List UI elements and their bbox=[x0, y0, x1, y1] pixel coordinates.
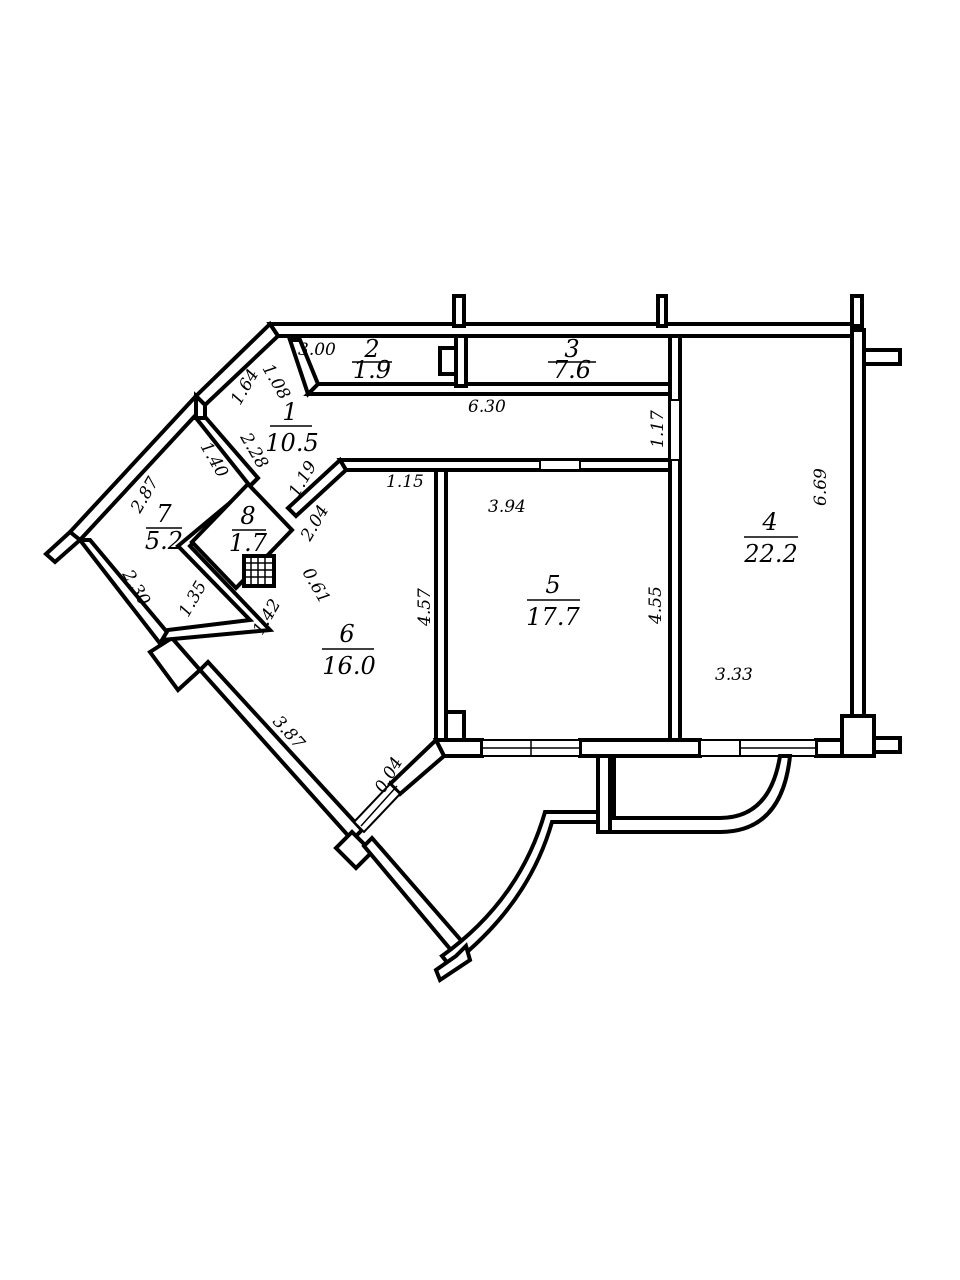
room2-closet-jog bbox=[438, 346, 458, 376]
room1-window bbox=[539, 459, 581, 471]
room4-bottom-wall-right bbox=[814, 738, 844, 758]
room2-area: 1.9 bbox=[353, 356, 391, 384]
dim-4-55: 4.55 bbox=[646, 586, 666, 625]
room2-diagonal-wall bbox=[287, 338, 321, 398]
right-bottom-column bbox=[840, 714, 876, 758]
dim-3-00: 3.00 bbox=[298, 340, 336, 360]
right-balcony bbox=[596, 754, 793, 834]
dim-1-15: 1.15 bbox=[386, 472, 424, 492]
room4-area: 22.2 bbox=[743, 540, 797, 568]
room7-number: 7 bbox=[156, 500, 172, 528]
room1-number: 1 bbox=[282, 398, 297, 426]
dim-1-17: 1.17 bbox=[648, 410, 668, 448]
dim-0-61: 0.61 bbox=[298, 565, 334, 608]
room1-left-wall bbox=[194, 391, 207, 420]
room2-number: 2 bbox=[363, 335, 379, 363]
balconies bbox=[352, 754, 793, 984]
room5-number: 5 bbox=[545, 571, 560, 599]
left-outer-diagonal-wall bbox=[67, 393, 208, 543]
room6-outer-wall bbox=[197, 659, 365, 843]
lower-balcony-arc bbox=[439, 810, 600, 969]
room6-area: 16.0 bbox=[322, 652, 375, 680]
room4-left-wall bbox=[668, 334, 682, 742]
balcony-bottom-tip bbox=[433, 942, 473, 984]
room5-left-wall bbox=[434, 468, 448, 742]
room8-box bbox=[189, 481, 295, 591]
corridor-bottom-wall bbox=[336, 458, 672, 472]
vent-shaft bbox=[242, 554, 276, 588]
top-stub-1 bbox=[452, 294, 466, 328]
room8-number: 8 bbox=[240, 502, 255, 530]
corridor-top-wall bbox=[303, 382, 672, 396]
right-bottom-stub bbox=[872, 736, 902, 754]
right-top-stub bbox=[862, 348, 902, 366]
right-wall bbox=[850, 328, 866, 720]
dim-6-69: 6.69 bbox=[811, 468, 831, 506]
room4-number: 4 bbox=[761, 508, 777, 536]
room-labels: 1 10.5 2 1.9 3 7.6 4 22.2 5 17.7 6 16.0 … bbox=[145, 335, 798, 680]
room7-lower-wall bbox=[75, 538, 175, 649]
top-stub-3 bbox=[850, 294, 864, 328]
room5-bottom-wall-right bbox=[578, 738, 702, 758]
lower-balcony-left-post bbox=[596, 754, 612, 834]
room3-area: 7.6 bbox=[553, 356, 591, 384]
walls bbox=[43, 294, 902, 959]
dim-1-08: 1.08 bbox=[258, 361, 294, 404]
room3-number: 3 bbox=[564, 335, 579, 363]
room5-area: 17.7 bbox=[526, 603, 580, 631]
room1-area: 10.5 bbox=[265, 429, 318, 457]
room4-side-window bbox=[669, 399, 681, 461]
room8-area: 1.7 bbox=[229, 529, 268, 557]
windows bbox=[481, 399, 817, 757]
dim-3-94: 3.94 bbox=[488, 497, 526, 517]
room5-corner bbox=[444, 710, 466, 742]
room6-door bbox=[699, 739, 741, 757]
interior-walls bbox=[158, 334, 844, 797]
corridor-diagonal-wall bbox=[285, 456, 349, 519]
vent-grid bbox=[244, 556, 274, 586]
room6-number: 6 bbox=[339, 620, 354, 648]
dim-3-33: 3.33 bbox=[715, 665, 753, 685]
top-stub-2 bbox=[656, 294, 668, 328]
dim-4-57: 4.57 bbox=[415, 588, 435, 627]
left-bottom-column bbox=[147, 635, 203, 693]
dim-1-35: 1.35 bbox=[175, 578, 211, 621]
dim-6-30: 6.30 bbox=[468, 397, 506, 417]
bottom-diagonal-wall bbox=[361, 835, 469, 959]
room7-area: 5.2 bbox=[145, 527, 183, 555]
left-stub-wall bbox=[43, 529, 84, 565]
